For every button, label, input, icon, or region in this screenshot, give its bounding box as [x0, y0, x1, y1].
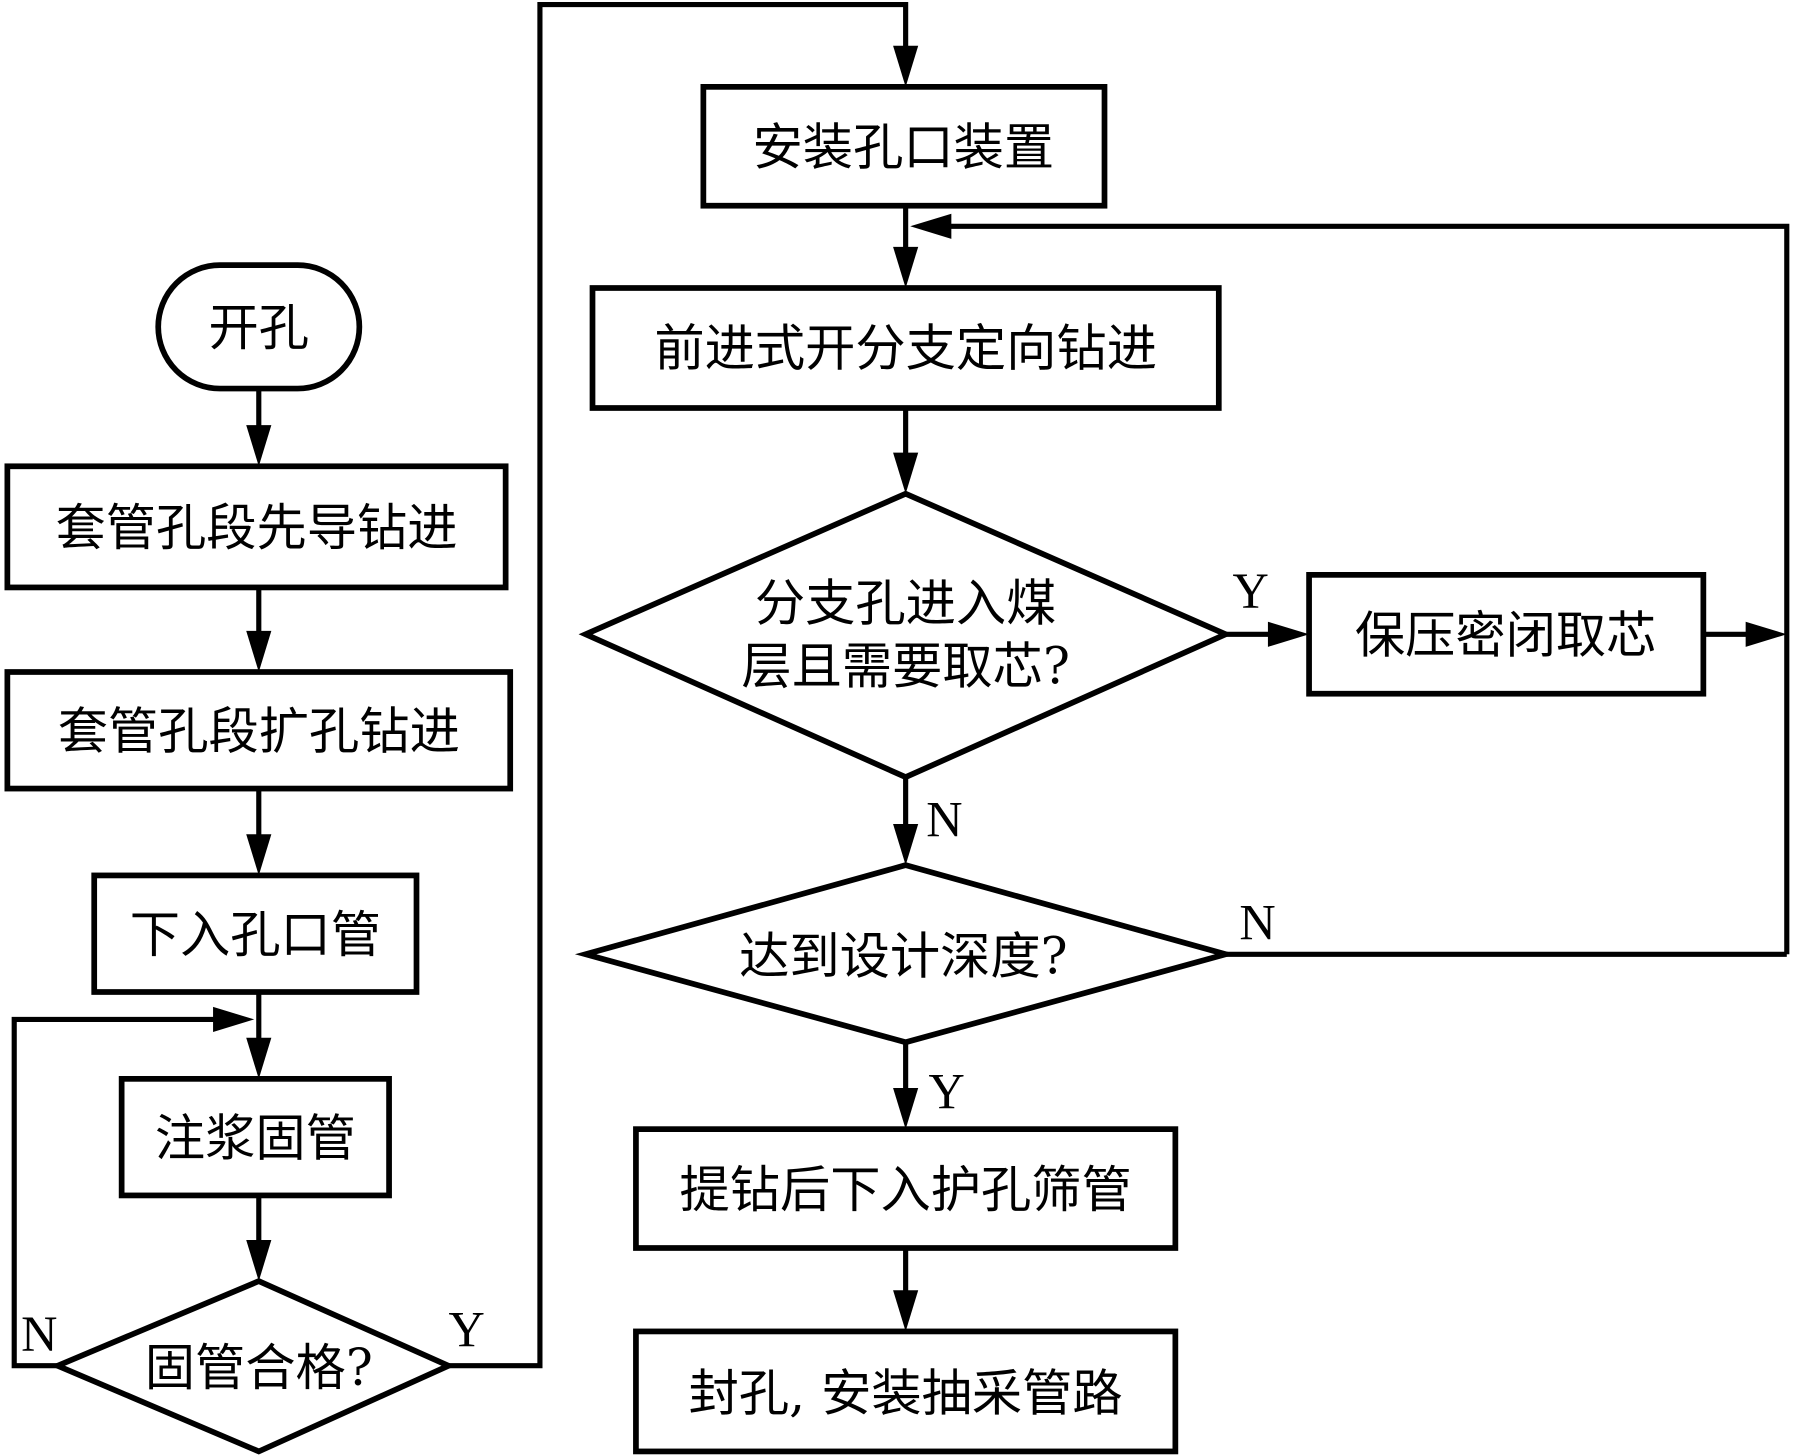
arrowhead-down-icon [246, 1037, 272, 1079]
node-casing-pilot: 套管孔段先导钻进 [4, 463, 509, 591]
node-lower-collar-pipe-label: 下入孔口管 [130, 905, 381, 964]
node-enter-coal-coring-line-1: 分支孔进入煤 [755, 574, 1057, 633]
arrowhead-right-icon [1267, 621, 1310, 647]
node-install-wellhead: 安装孔口装置 [700, 84, 1108, 209]
node-grout-pipe: 注浆固管 [118, 1076, 392, 1199]
arrowhead-down-icon [893, 824, 919, 866]
node-casing-ream-label: 套管孔段扩孔钻进 [58, 702, 460, 761]
node-design-depth-label: 达到设计深度? [739, 927, 1068, 986]
connectors [11, 2, 1790, 1369]
arrowhead-down-icon [893, 246, 919, 288]
node-lower-screen: 提钻后下入护孔筛管 [633, 1126, 1179, 1251]
label-pipe-qualified-yes: Y [449, 1301, 485, 1357]
label-design-depth-no: N [1239, 894, 1275, 950]
node-enter-coal-coring-line-2: 层且需要取芯? [741, 636, 1070, 695]
arrowhead-down-icon [246, 425, 272, 467]
edge-pipe-qualified-yes [448, 2, 909, 1369]
node-enter-coal-coring: 分支孔进入煤 层且需要取芯? [578, 490, 1233, 781]
node-start: 开孔 [155, 262, 363, 392]
node-lower-collar-pipe: 下入孔口管 [91, 872, 420, 995]
arrowhead-right-icon [1745, 621, 1787, 647]
node-lower-screen-label: 提钻后下入护孔筛管 [679, 1160, 1131, 1219]
arrowhead-down-icon [893, 1290, 919, 1332]
node-install-wellhead-label: 安装孔口装置 [753, 118, 1055, 177]
arrowhead-right-icon [213, 1006, 255, 1032]
arrowhead-down-icon [893, 45, 919, 87]
node-grout-pipe-label: 注浆固管 [155, 1108, 356, 1167]
branch-labels: N Y Y N N Y [21, 563, 1276, 1362]
arrowhead-left-icon [910, 213, 952, 239]
label-enter-coal-coring-no: N [926, 792, 962, 848]
node-pipe-qualified-label: 固管合格? [145, 1338, 373, 1397]
node-pipe-qualified: 固管合格? [50, 1278, 456, 1455]
node-casing-ream: 套管孔段扩孔钻进 [4, 669, 514, 792]
label-enter-coal-coring-yes: Y [1232, 563, 1268, 619]
node-start-label: 开孔 [209, 298, 310, 357]
label-design-depth-yes: Y [929, 1064, 965, 1120]
node-seal-install-label: 封孔, 安装抽采管路 [689, 1363, 1123, 1422]
node-casing-pilot-label: 套管孔段先导钻进 [55, 498, 457, 557]
edge-return-loop [942, 223, 1790, 955]
arrowhead-down-icon [893, 452, 919, 494]
node-forward-branch-drill-label: 前进式开分支定向钻进 [654, 319, 1157, 378]
arrowhead-down-icon [246, 630, 272, 672]
arrowhead-down-icon [246, 1240, 272, 1282]
label-pipe-qualified-no: N [21, 1306, 57, 1362]
arrowhead-down-icon [246, 834, 272, 876]
edge-pipe-qualified-no-loop [11, 1016, 223, 1369]
node-pressure-coring-label: 保压密闭取芯 [1355, 606, 1657, 665]
node-pressure-coring: 保压密闭取芯 [1306, 572, 1707, 697]
node-design-depth: 达到设计深度? [574, 862, 1237, 1046]
node-forward-branch-drill: 前进式开分支定向钻进 [589, 285, 1222, 411]
arrowhead-down-icon [893, 1088, 919, 1130]
node-seal-install: 封孔, 安装抽采管路 [633, 1328, 1179, 1455]
